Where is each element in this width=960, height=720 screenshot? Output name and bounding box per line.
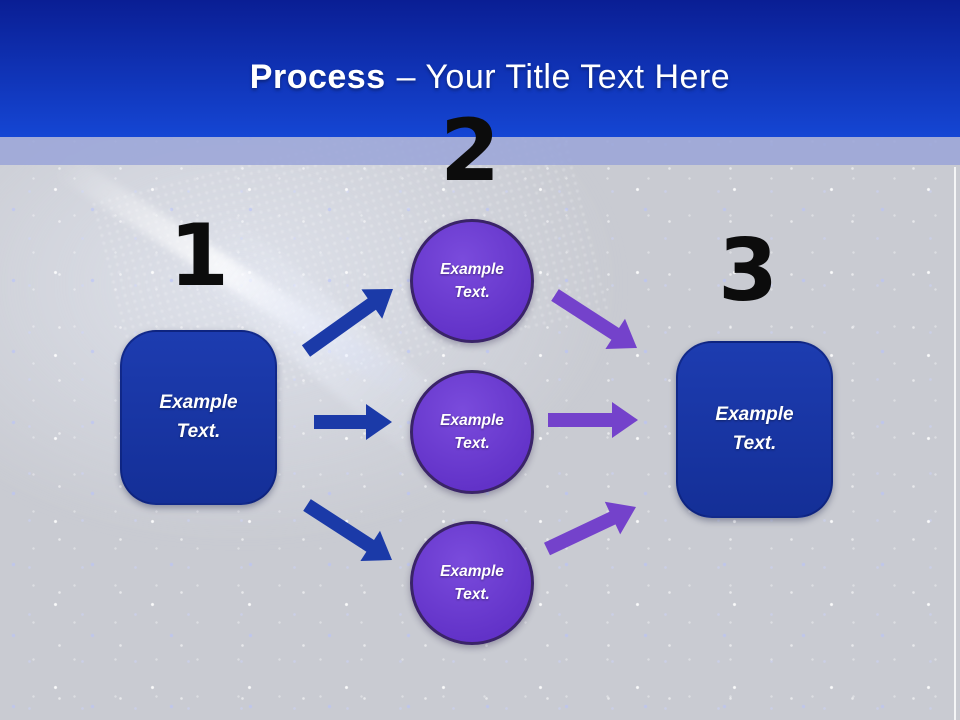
step-number-2: 2 bbox=[440, 101, 500, 201]
step2-circle-top-label: Example Text. bbox=[440, 260, 504, 301]
step-number-1: 1 bbox=[169, 206, 229, 306]
background-vertical-line bbox=[954, 167, 956, 720]
step2-circle-bottom-label: Example Text. bbox=[440, 562, 504, 603]
step1-box: Example Text. bbox=[120, 330, 277, 505]
step1-box-label: Example Text. bbox=[159, 392, 238, 442]
step3-box: Example Text. bbox=[676, 341, 833, 518]
step-number-3: 3 bbox=[718, 221, 778, 321]
step2-circle-middle-label: Example Text. bbox=[440, 411, 504, 452]
slide-title: Process – Your Title Text Here bbox=[250, 58, 730, 97]
step3-box-label: Example Text. bbox=[715, 404, 794, 454]
step2-circle-bottom: Example Text. bbox=[410, 521, 534, 645]
title-bar: Process – Your Title Text Here bbox=[0, 0, 960, 137]
slide-title-rest: – Your Title Text Here bbox=[396, 58, 731, 96]
step2-circle-middle: Example Text. bbox=[410, 370, 534, 494]
slide-title-emphasis: Process bbox=[249, 58, 386, 96]
step2-circle-top: Example Text. bbox=[410, 219, 534, 343]
header-accent-band bbox=[0, 137, 960, 165]
